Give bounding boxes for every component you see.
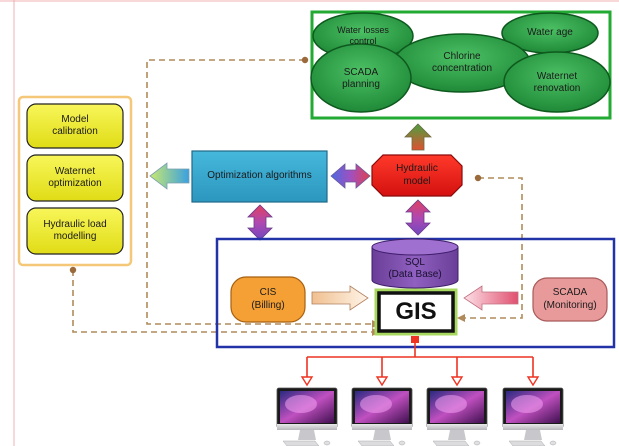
scada-planning-node <box>310 43 412 113</box>
optimization-algorithms-box <box>191 150 328 203</box>
hydraulic-model-box <box>371 154 463 197</box>
dashed-line-left-to-gis <box>72 270 372 333</box>
dashed-connectors <box>72 59 523 333</box>
imac-computer-icon <box>276 387 338 446</box>
imac-computer-icon <box>426 387 488 446</box>
cis-billing-box <box>230 276 306 323</box>
model-calibration-box <box>26 103 124 149</box>
gis-box <box>374 288 458 336</box>
dashed-line-outputs-to-gis <box>146 59 372 325</box>
hydraulic-load-modelling-box <box>26 207 124 255</box>
arrowhead <box>457 314 465 322</box>
sql-database-node <box>371 238 459 289</box>
distribution-lines <box>306 340 534 378</box>
arrow-scada-to-gis <box>463 285 519 311</box>
scada-monitoring-box <box>532 277 608 322</box>
connector-dot <box>474 174 482 182</box>
imac-computer-icon <box>351 387 413 446</box>
double-arrow-opt-hydraulic <box>330 163 371 189</box>
connector-dot <box>69 266 77 274</box>
arrow-to-outputs <box>404 123 432 151</box>
connector-dot <box>301 56 309 64</box>
dashed-line-hydraulic-to-gis <box>465 177 523 319</box>
arrow-cis-to-gis <box>311 285 369 311</box>
waternet-renovation-node <box>503 51 611 113</box>
gis-box-inner-border <box>377 291 455 333</box>
double-arrow-opt-gis <box>247 204 273 241</box>
double-arrow-hydraulic-gis <box>405 199 431 236</box>
gis-output-port <box>411 336 419 343</box>
arrow-to-left-group <box>149 162 190 190</box>
computers-group <box>276 387 564 446</box>
imac-computer-icon <box>502 387 564 446</box>
waternet-optimization-box <box>26 154 124 202</box>
distribution-arrowheads <box>300 376 540 387</box>
